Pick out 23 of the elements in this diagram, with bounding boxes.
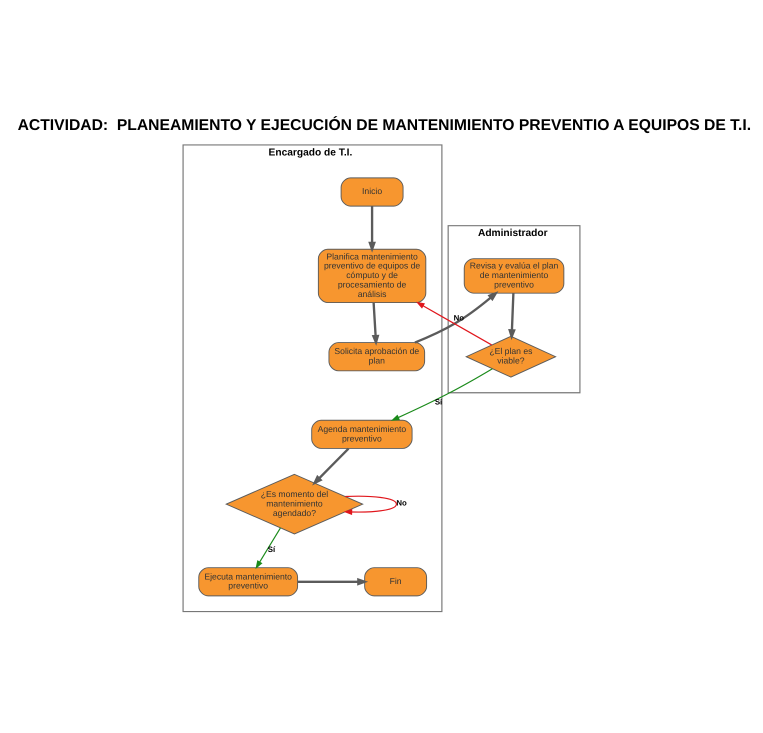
edge-label: No [454,314,464,323]
arrow [255,528,281,570]
arrow [414,291,498,344]
arrow [298,578,368,586]
diagram-title: ACTIVIDAD: PLANEAMIENTO Y EJECUCIÓN DE MANTENIMIENTO PREVENTIO A EQUIPOS DE T.I. [18,117,752,134]
arrow [368,206,376,253]
edge-label: Sí [434,398,442,407]
edge-label: Sí [268,544,276,554]
node-box: Solicita aprobación de plan [328,342,426,372]
node-box: Fin [364,567,428,596]
node-box: Agenda mantenimiento preventivo [311,420,413,449]
arrow [390,368,493,421]
arrow [372,302,380,346]
arrow [508,293,516,340]
node-box: Inicio [340,177,404,207]
arrow [312,448,350,486]
arrow [416,302,492,346]
node-box: Ejecuta mantenimiento preventivo [198,567,298,596]
node-diamond: ¿El plan es viable? [465,336,557,378]
node-box: Planifica mantenimiento preventivo de equipos de cómputo y de procesamiento de análisis [318,248,426,304]
edge-label: No [396,498,407,508]
node-box: Revisa y evalúa el plan de mantenimiento preventivo [464,258,564,294]
arrow [344,496,397,516]
